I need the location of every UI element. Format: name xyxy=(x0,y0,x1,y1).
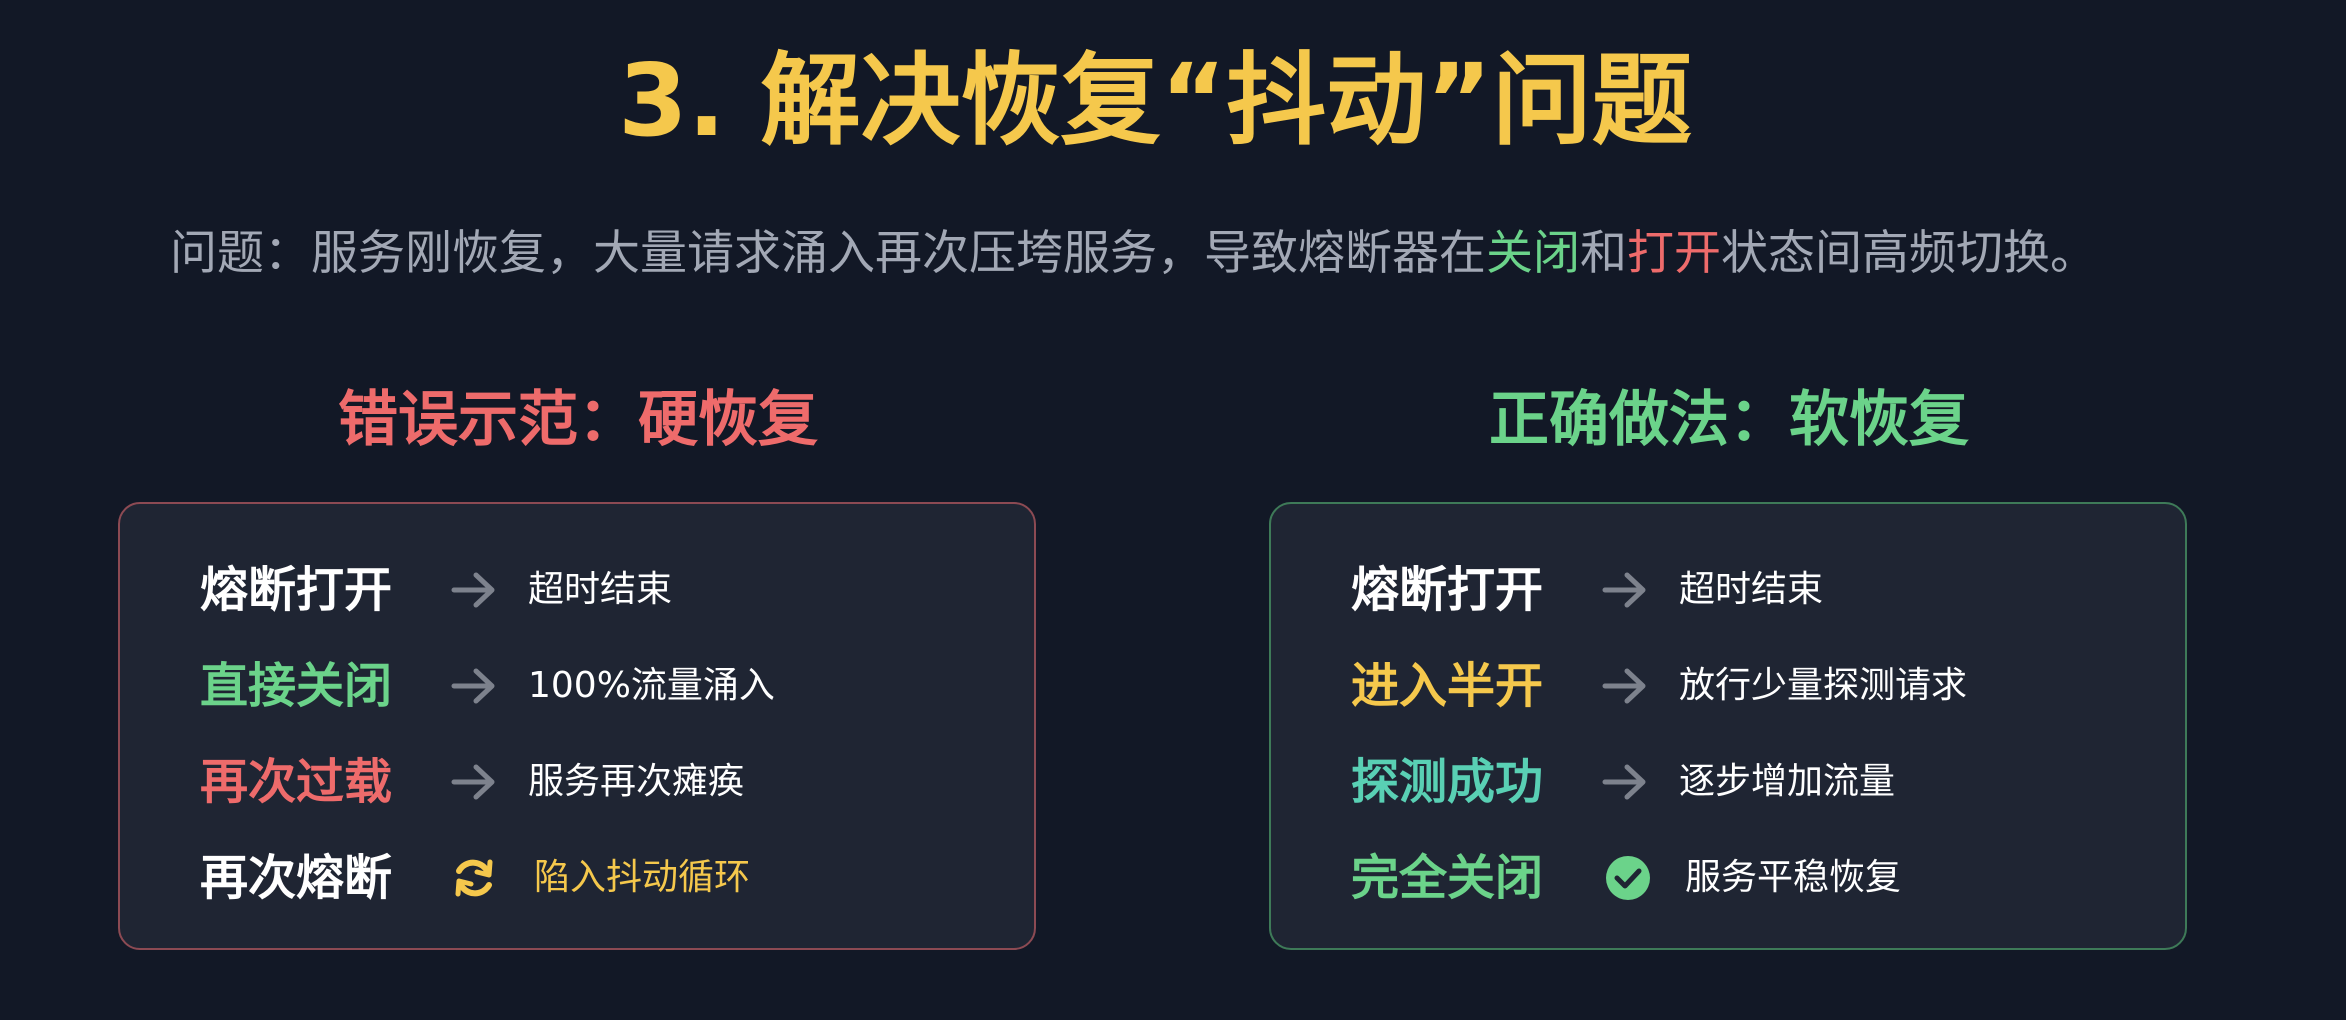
soft-step-row: 进入半开 放行少量探测请求 xyxy=(1351,651,2151,721)
wrong-example-title: 错误示范：硬恢复 xyxy=(338,385,818,455)
soft-step-row: 熔断打开 超时结束 xyxy=(1351,555,2151,625)
refresh-cycle-icon xyxy=(455,859,493,897)
step-label: 再次熔断 xyxy=(200,850,393,906)
hard-step-row: 再次熔断 陷入抖动循环 xyxy=(200,843,1000,913)
step-label: 熔断打开 xyxy=(1351,562,1544,618)
soft-recovery-card: 熔断打开 超时结束 进入半开 放行少量探测请求 探测成功 逐步增加流量 完全关闭 xyxy=(1269,502,2187,950)
step-label: 进入半开 xyxy=(1351,658,1544,714)
page-title: 3. 解决恢复“抖动”问题 xyxy=(618,42,1692,159)
step-desc: 服务再次瘫痪 xyxy=(528,761,745,802)
step-label: 探测成功 xyxy=(1351,754,1544,810)
problem-text-start: 问题：服务刚恢复，大量请求涌入再次压垮服务，导致熔断器在 xyxy=(170,226,1486,281)
correct-example-title: 正确做法：软恢复 xyxy=(1489,385,1969,455)
problem-text-end: 状态间高频切换。 xyxy=(1721,226,2097,281)
arrow-right-icon xyxy=(451,572,495,608)
soft-step-row: 探测成功 逐步增加流量 xyxy=(1351,747,2151,817)
check-circle-icon xyxy=(1606,856,1650,900)
step-desc: 超时结束 xyxy=(528,569,673,610)
step-label: 完全关闭 xyxy=(1351,850,1544,906)
soft-step-row: 完全关闭 服务平稳恢复 xyxy=(1351,843,2151,913)
step-desc: 超时结束 xyxy=(1679,569,1824,610)
state-closed-highlight: 关闭 xyxy=(1486,226,1580,281)
hard-step-row: 直接关闭 100%流量涌入 xyxy=(200,651,1000,721)
state-open-highlight: 打开 xyxy=(1627,226,1721,281)
step-desc: 服务平稳恢复 xyxy=(1685,857,1902,898)
step-desc: 陷入抖动循环 xyxy=(534,857,751,898)
arrow-right-icon xyxy=(451,764,495,800)
hard-recovery-card: 熔断打开 超时结束 直接关闭 100%流量涌入 再次过载 服务再次瘫痪 再次熔断 xyxy=(118,502,1036,950)
problem-statement: 问题：服务刚恢复，大量请求涌入再次压垮服务，导致熔断器在关闭和打开状态间高频切换… xyxy=(170,222,2097,286)
arrow-right-icon xyxy=(1602,764,1646,800)
step-desc: 100%流量涌入 xyxy=(528,665,775,706)
arrow-right-icon xyxy=(1602,572,1646,608)
hard-step-row: 再次过载 服务再次瘫痪 xyxy=(200,747,1000,817)
step-desc: 逐步增加流量 xyxy=(1679,761,1896,802)
step-label: 熔断打开 xyxy=(200,562,393,618)
step-label: 再次过载 xyxy=(200,754,393,810)
step-label: 直接关闭 xyxy=(200,658,393,714)
step-desc: 放行少量探测请求 xyxy=(1679,665,1968,706)
arrow-right-icon xyxy=(1602,668,1646,704)
hard-step-row: 熔断打开 超时结束 xyxy=(200,555,1000,625)
arrow-right-icon xyxy=(451,668,495,704)
problem-text-and: 和 xyxy=(1580,226,1627,281)
